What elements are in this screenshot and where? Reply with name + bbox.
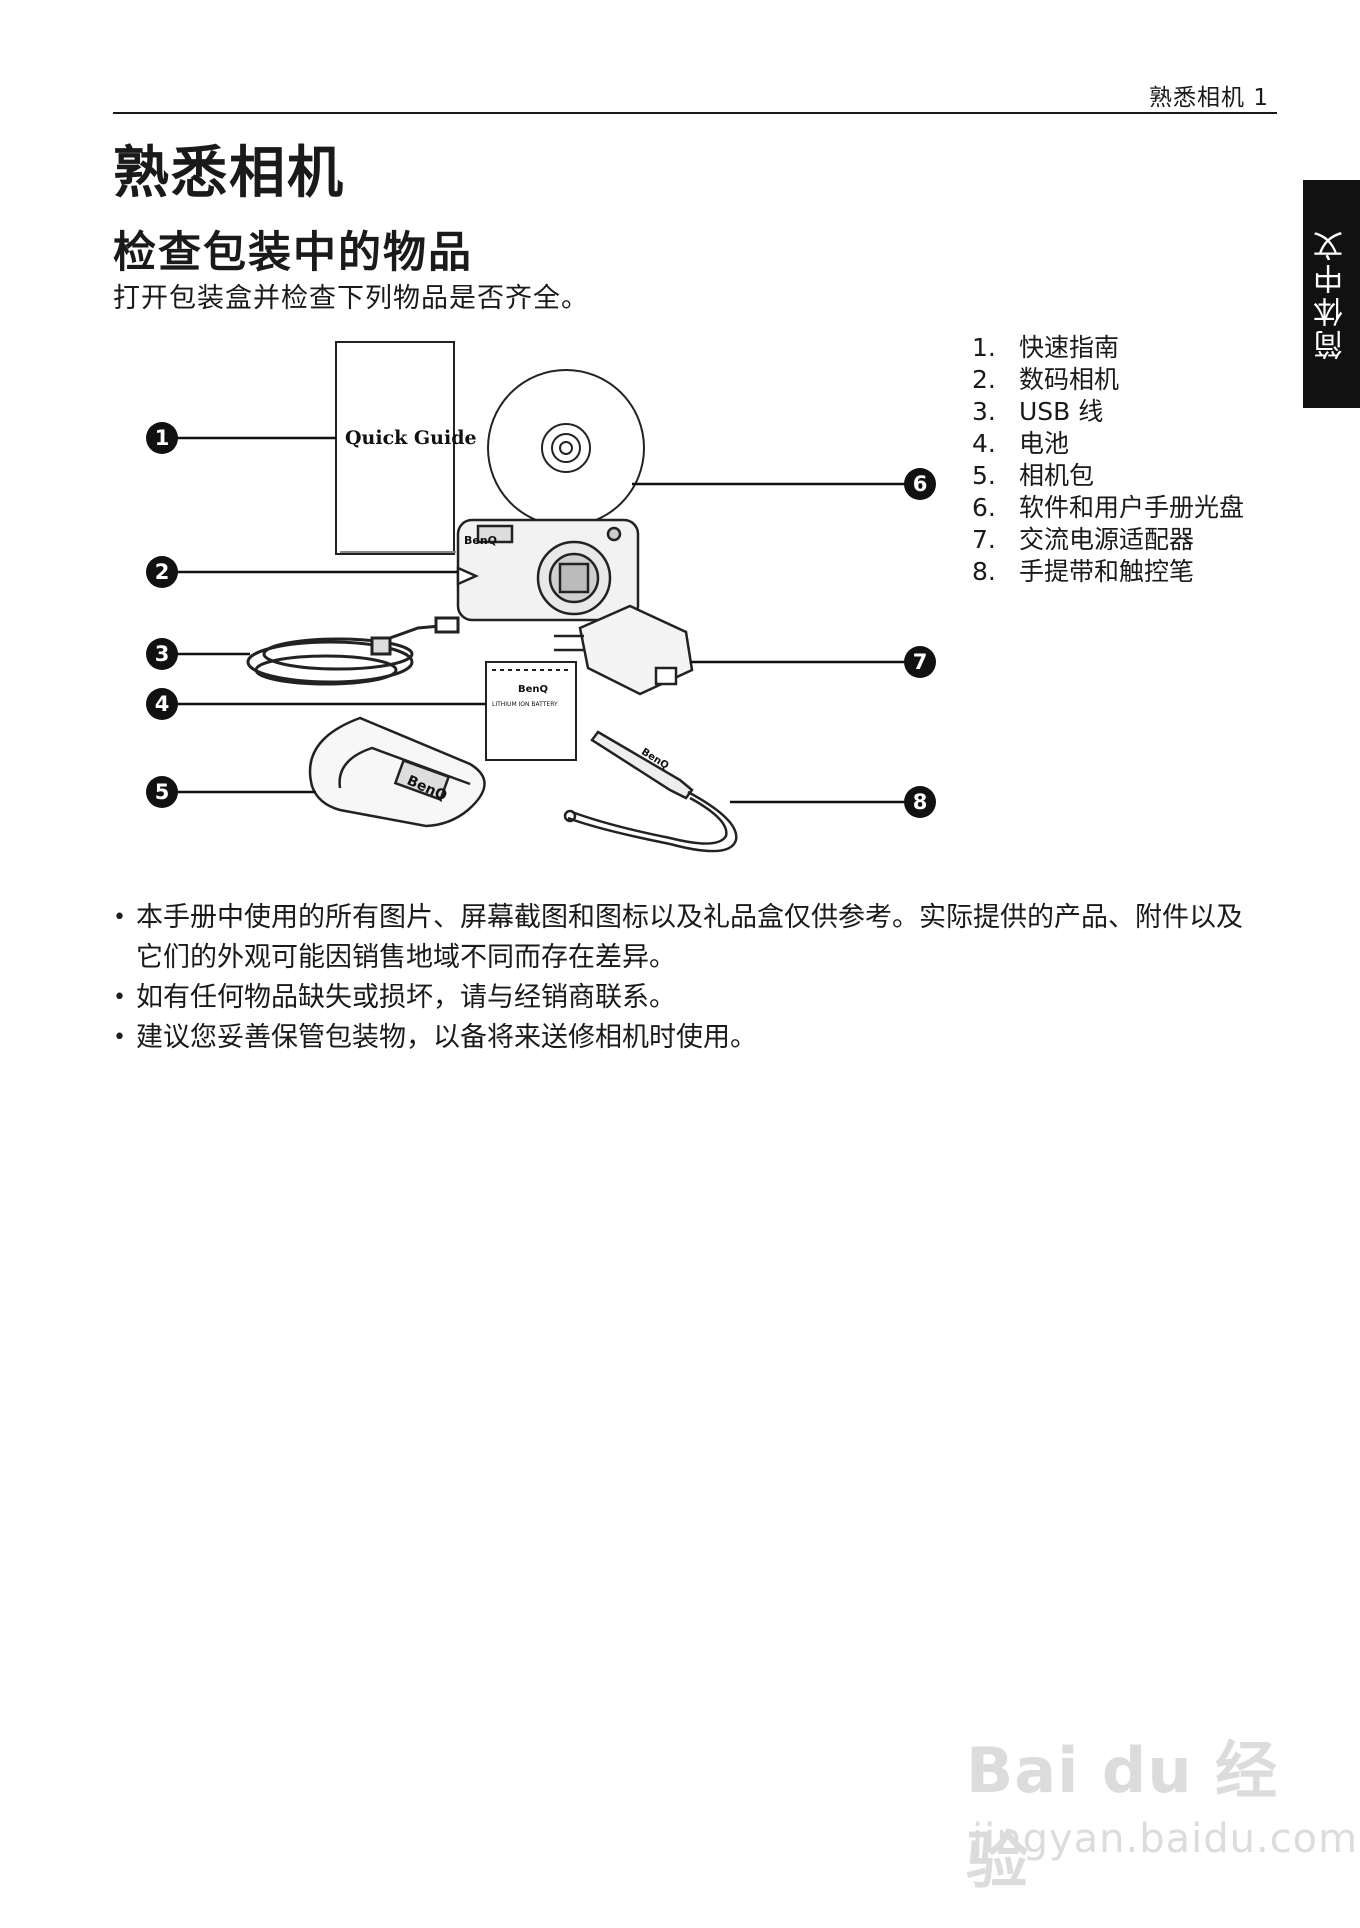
legend-item-label: 交流电源适配器 <box>1019 525 1194 554</box>
callout-8: 8 <box>904 786 936 818</box>
callout-3: 3 <box>146 638 178 670</box>
legend-item-label: 数码相机 <box>1019 365 1119 394</box>
watermark-logo: Bai du 经验 <box>966 1720 1306 1900</box>
watermark-url: jingyan.baidu.com <box>972 1816 1358 1862</box>
legend-item-label: 相机包 <box>1019 461 1094 490</box>
section-intro: 打开包装盒并检查下列物品是否齐全。 <box>113 276 589 315</box>
legend-item-number: 2. <box>972 364 1019 396</box>
callout-2: 2 <box>146 556 178 588</box>
camera-case <box>310 718 485 826</box>
legend-item-label: USB 线 <box>1019 397 1103 426</box>
battery <box>486 662 576 760</box>
running-header-title: 熟悉相机 1 <box>1149 78 1269 112</box>
legend-item-number: 1. <box>972 332 1019 364</box>
battery-brand-text: BenQ <box>518 684 548 695</box>
callout-5: 5 <box>146 776 178 808</box>
legend-item: 8.手提带和触控笔 <box>972 556 1244 588</box>
legend-item-number: 4. <box>972 428 1019 460</box>
legend-item-number: 3. <box>972 396 1019 428</box>
legend-item: 4.电池 <box>972 428 1244 460</box>
legend-item: 2.数码相机 <box>972 364 1244 396</box>
callout-1: 1 <box>146 422 178 454</box>
cd-disc <box>488 370 644 526</box>
note-item: 如有任何物品缺失或损坏，请与经销商联系。 <box>113 978 1263 1018</box>
package-contents-figure: Quick Guide BenQ BenQ LITHIUM ION BATTER… <box>140 320 960 880</box>
callout-7: 7 <box>904 646 936 678</box>
package-contents-illustration: Quick Guide BenQ BenQ LITHIUM ION BATTER… <box>140 320 960 880</box>
legend-item-number: 5. <box>972 460 1019 492</box>
language-tab-label: 简体中文 <box>1310 228 1354 360</box>
legend-item-number: 7. <box>972 524 1019 556</box>
section-title: 检查包装中的物品 <box>113 218 473 280</box>
note-item: 建议您妥善保管包装物，以备将来送修相机时使用。 <box>113 1018 1263 1058</box>
legend-item-label: 软件和用户手册光盘 <box>1019 493 1244 522</box>
note-item: 本手册中使用的所有图片、屏幕截图和图标以及礼品盒仅供参考。实际提供的产品、附件以… <box>113 898 1263 978</box>
legend-item-number: 6. <box>972 492 1019 524</box>
language-side-tab: 简体中文 <box>1303 180 1360 408</box>
legend-item: 6.软件和用户手册光盘 <box>972 492 1244 524</box>
legend-item: 7.交流电源适配器 <box>972 524 1244 556</box>
legend-item-label: 电池 <box>1019 429 1069 458</box>
callout-6: 6 <box>904 468 936 500</box>
callout-4: 4 <box>146 688 178 720</box>
legend-item-label: 快速指南 <box>1019 333 1119 362</box>
legend-item-label: 手提带和触控笔 <box>1019 557 1194 586</box>
legend-item: 1.快速指南 <box>972 332 1244 364</box>
legend-item: 3.USB 线 <box>972 396 1244 428</box>
legend-item: 5.相机包 <box>972 460 1244 492</box>
quick-guide-cover-text: Quick Guide <box>345 427 477 449</box>
baidu-watermark: Bai du 经验 jingyan.baidu.com <box>966 1720 1306 1880</box>
contents-legend: 1.快速指南 2.数码相机 3.USB 线 4.电池 5.相机包 6.软件和用户… <box>972 332 1244 588</box>
camera-brand-text: BenQ <box>464 534 497 547</box>
running-header: 熟悉相机 1 <box>113 74 1277 114</box>
usb-cable <box>248 618 458 684</box>
page-title: 熟悉相机 <box>113 128 345 209</box>
notes-list: 本手册中使用的所有图片、屏幕截图和图标以及礼品盒仅供参考。实际提供的产品、附件以… <box>113 898 1263 1058</box>
legend-item-number: 8. <box>972 556 1019 588</box>
battery-label-text: LITHIUM ION BATTERY <box>492 701 558 708</box>
